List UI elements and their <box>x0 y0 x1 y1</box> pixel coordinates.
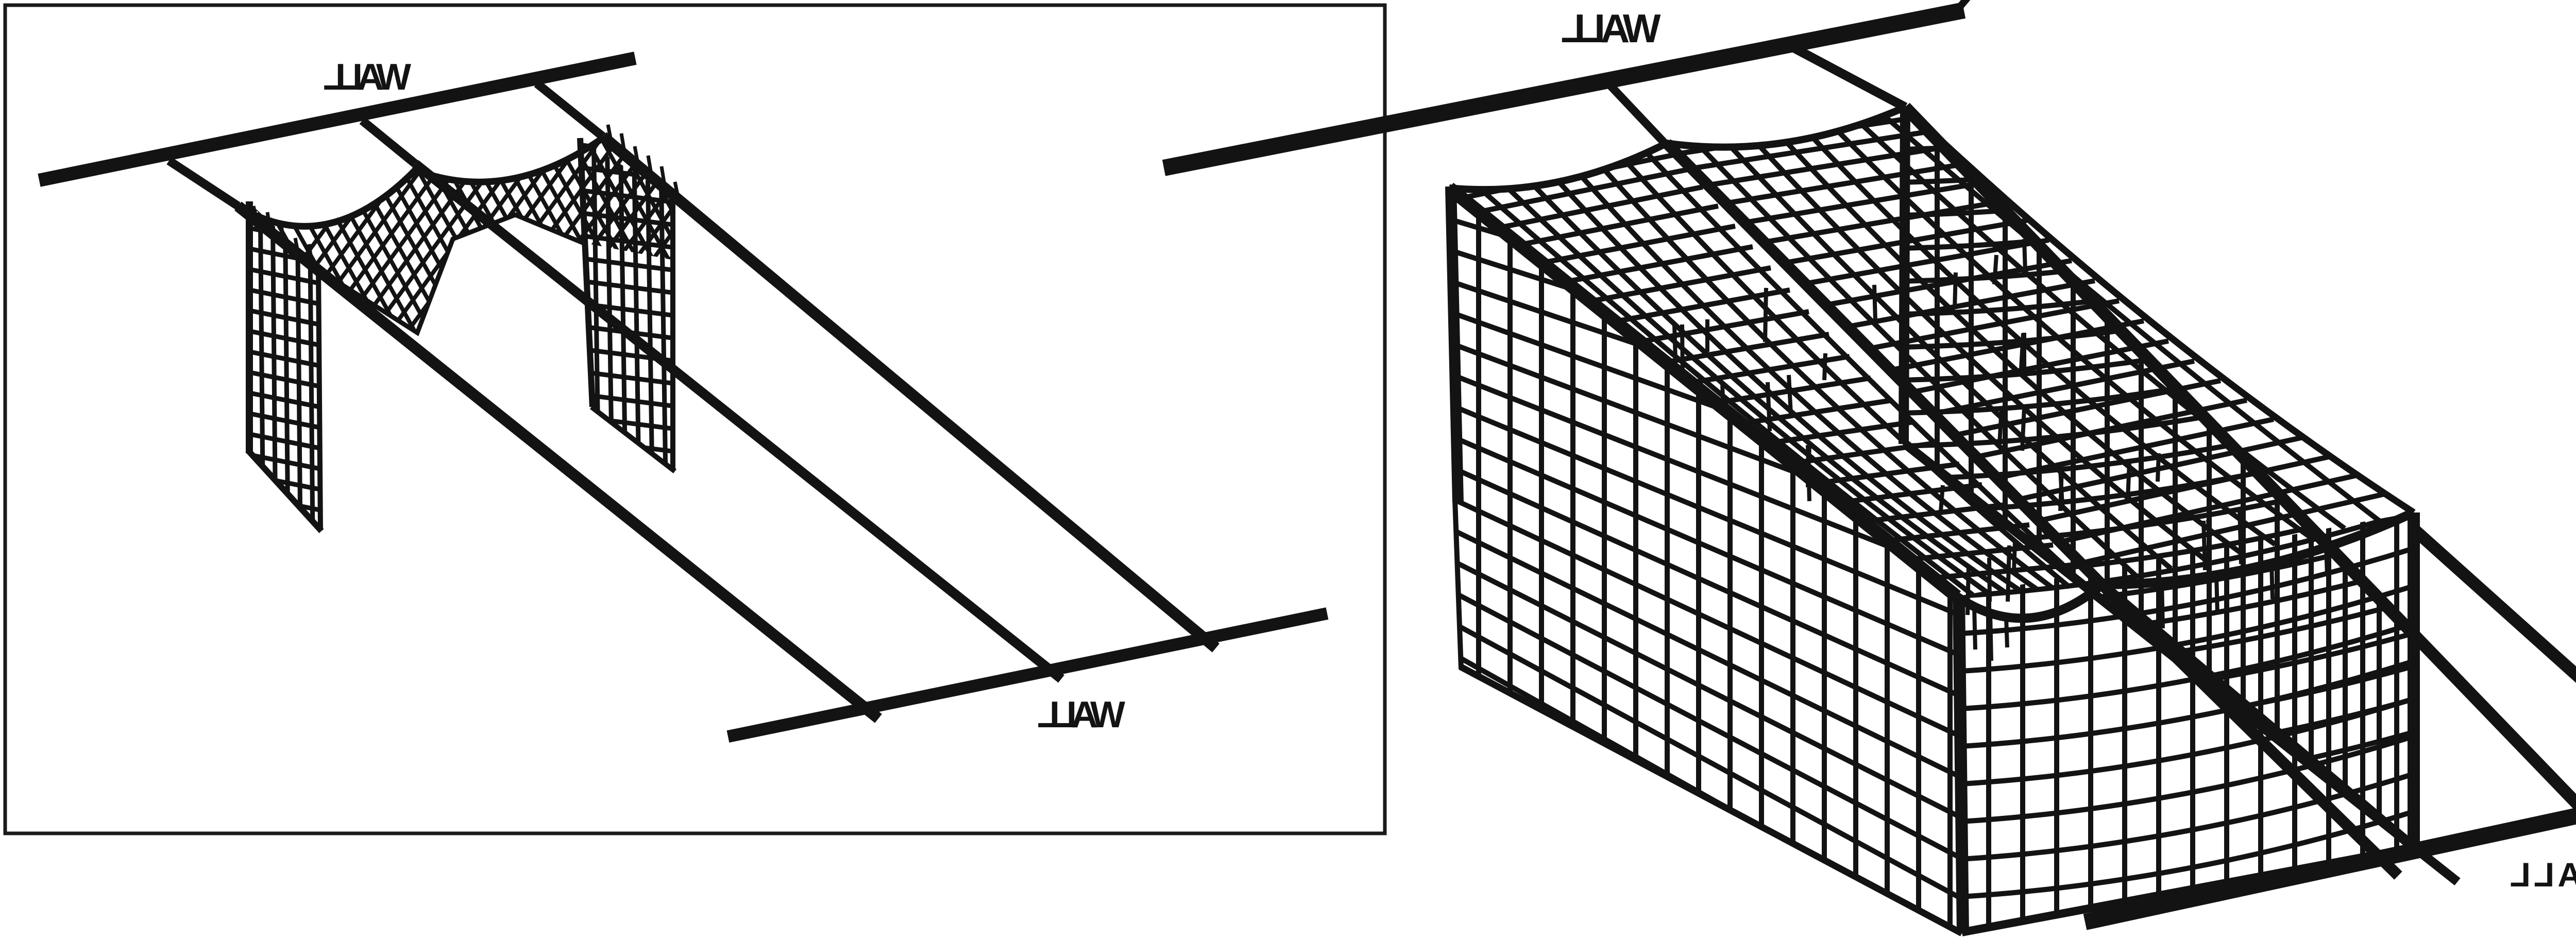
svg-text:WALL: WALL <box>324 57 411 98</box>
svg-text:WALL: WALL <box>1038 694 1125 736</box>
svg-text:WALL: WALL <box>2507 856 2576 894</box>
svg-text:WALL: WALL <box>1562 6 1660 51</box>
